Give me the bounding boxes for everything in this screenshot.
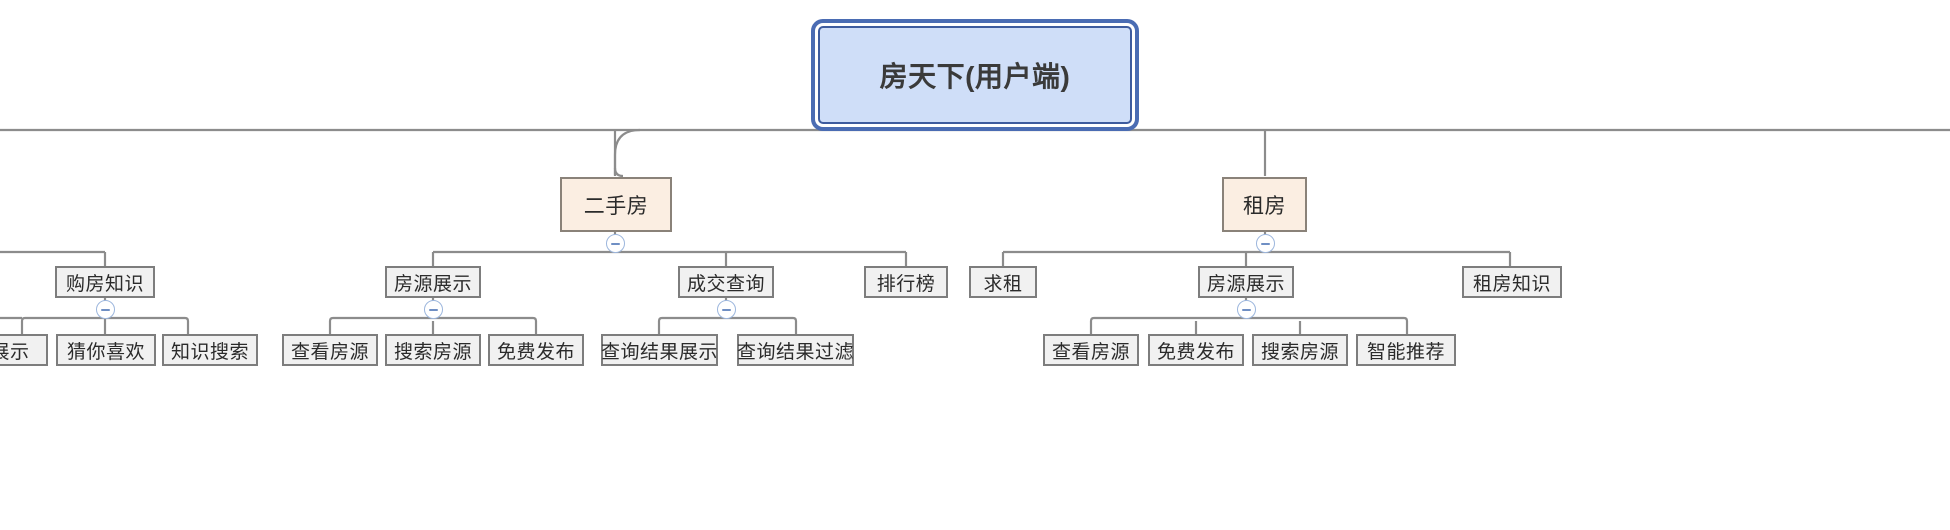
node-chengjiaochaxun[interactable]: 成交查询 <box>678 266 774 298</box>
leaf-zhinengtuijian[interactable]: 智能推荐 <box>1356 334 1456 366</box>
collapse-minus-icon-chengjiaochaxun[interactable] <box>717 300 736 319</box>
node-zufang[interactable]: 租房 <box>1222 177 1307 232</box>
leaf-sousuofangyuan-zufang[interactable]: 搜索房源 <box>1252 334 1348 366</box>
node-qiuzu[interactable]: 求租 <box>969 266 1037 298</box>
collapse-minus-icon-goufangzhishi[interactable] <box>96 300 115 319</box>
node-zufangzhishi[interactable]: 租房知识 <box>1462 266 1562 298</box>
collapse-minus-icon-fangyuanzhanshi-2[interactable] <box>1237 300 1256 319</box>
node-fangyuanzhanshi-zufang[interactable]: 房源展示 <box>1198 266 1294 298</box>
leaf-chaxunjieguoguolv[interactable]: 查询结果过滤 <box>737 334 854 366</box>
leaf-chakanfangyuan-ershoufang[interactable]: 查看房源 <box>282 334 378 366</box>
leaf-cainixihuan[interactable]: 猜你喜欢 <box>56 334 156 366</box>
leaf-mianfeifabu-ershoufang[interactable]: 免费发布 <box>488 334 584 366</box>
collapse-minus-icon-zufang[interactable] <box>1256 234 1275 253</box>
leaf-mianfeifabu-zufang[interactable]: 免费发布 <box>1148 334 1244 366</box>
node-ershoufang[interactable]: 二手房 <box>560 177 672 232</box>
node-goufangzhishi[interactable]: 购房知识 <box>55 266 155 298</box>
leaf-zhishisousuo[interactable]: 知识搜索 <box>162 334 258 366</box>
collapse-minus-icon-fangyuanzhanshi-1[interactable] <box>424 300 443 319</box>
leaf-chakanfangyuan-zufang[interactable]: 查看房源 <box>1043 334 1139 366</box>
root-node[interactable]: 房天下(用户端) <box>818 26 1132 124</box>
leaf-zhanshi[interactable]: 展示 <box>0 334 48 366</box>
node-paihangbang[interactable]: 排行榜 <box>864 266 948 298</box>
leaf-sousuofangyuan-ershoufang[interactable]: 搜索房源 <box>385 334 481 366</box>
collapse-minus-icon-ershoufang[interactable] <box>606 234 625 253</box>
node-fangyuanzhanshi-ershoufang[interactable]: 房源展示 <box>385 266 481 298</box>
leaf-chaxunjieguozhanshi[interactable]: 查询结果展示 <box>601 334 718 366</box>
